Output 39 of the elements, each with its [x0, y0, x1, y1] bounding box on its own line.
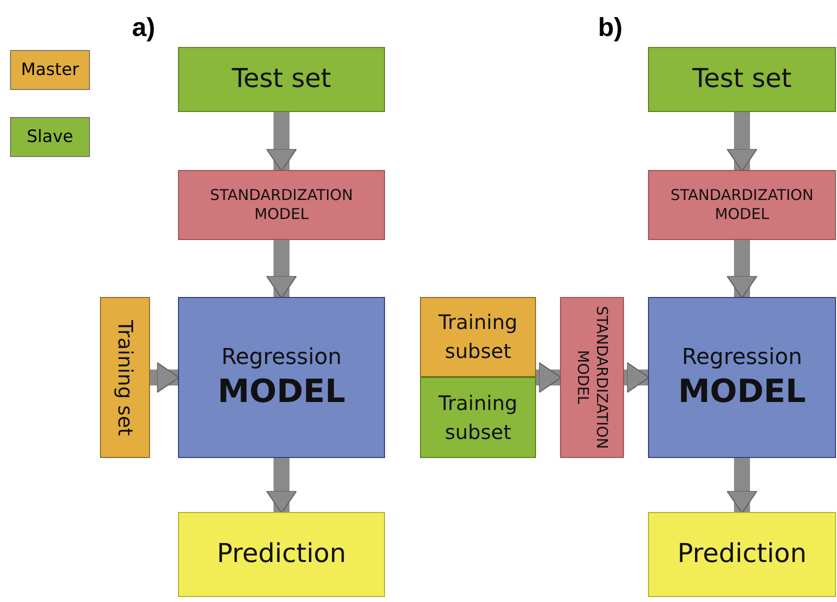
- process-box: [178, 297, 385, 458]
- block-arrow: [726, 112, 758, 172]
- box-label: STANDARDIZATION MODEL: [670, 186, 814, 224]
- panel-label: b): [598, 12, 623, 43]
- process-box: [560, 297, 624, 458]
- legend-label: Master: [20, 60, 80, 80]
- process-box: [100, 297, 150, 458]
- box-heading: MODEL: [678, 371, 806, 412]
- process-box: [420, 297, 536, 377]
- box-label: STANDARDIZATION MODEL: [209, 186, 354, 224]
- box-label: Training subset: [438, 309, 518, 365]
- process-box: [648, 297, 836, 458]
- block-arrow: [624, 362, 650, 393]
- legend-label: Slave: [26, 127, 74, 147]
- box-heading: MODEL: [218, 371, 346, 412]
- block-arrow: [536, 362, 562, 393]
- box-label: Training set: [112, 320, 138, 436]
- box-label: Test set: [232, 62, 332, 96]
- block-arrow: [726, 458, 758, 514]
- box-label: Test set: [692, 62, 792, 96]
- box-label: Prediction: [677, 538, 807, 571]
- process-box: [178, 47, 385, 112]
- block-arrow: [266, 240, 297, 298]
- box-label: Training subset: [438, 390, 518, 446]
- process-box: [648, 47, 836, 112]
- box-label: STANDARDIZATION MODEL: [573, 305, 611, 451]
- process-box: [420, 377, 536, 458]
- box-label: Prediction: [216, 538, 346, 571]
- block-arrow: [150, 362, 180, 393]
- box-label: Regression: [221, 344, 342, 372]
- block-arrow: [266, 112, 297, 172]
- process-box: [178, 170, 385, 240]
- process-box: [648, 512, 836, 597]
- block-arrow: [726, 240, 758, 298]
- process-box: [178, 512, 385, 597]
- box-label: Regression: [682, 344, 802, 372]
- block-arrow: [266, 458, 297, 514]
- panel-label: a): [132, 12, 156, 43]
- process-box: [648, 170, 836, 240]
